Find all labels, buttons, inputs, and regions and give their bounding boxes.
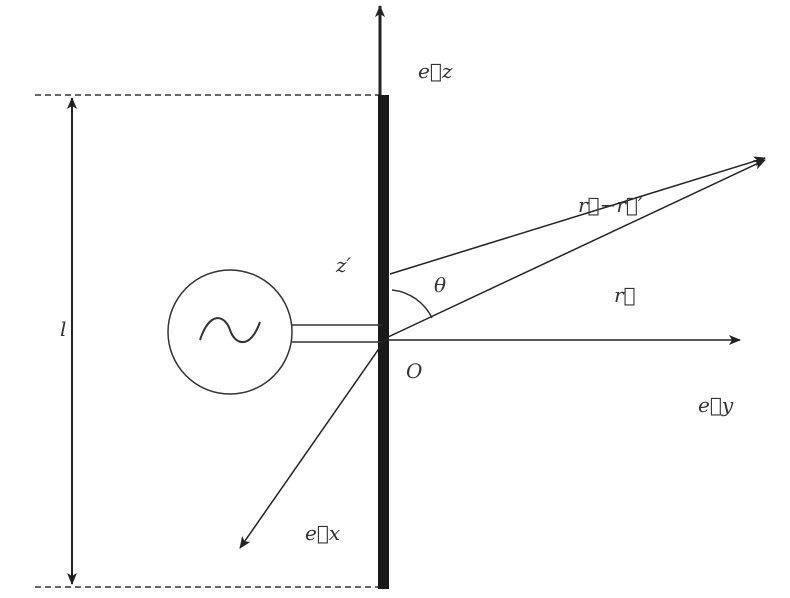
- ez-label: e⃗z: [418, 59, 453, 83]
- r-label: r⃗: [614, 283, 636, 307]
- ex-label: e⃗x: [305, 521, 340, 545]
- ac-source-circle: [167, 269, 293, 395]
- r-minus-rprime-label: r⃗−r⃗′: [578, 193, 643, 217]
- origin-label: O: [406, 359, 422, 383]
- ac-source-icon: [199, 317, 261, 344]
- length-label: l: [60, 317, 66, 341]
- r-minus-rprime-vector: [389, 156, 766, 275]
- theta-arc: [391, 289, 433, 319]
- r-vector: [385, 159, 766, 339]
- zprime-label: z′: [335, 253, 352, 277]
- ex-axis-arrow: [239, 339, 386, 549]
- theta-label: θ: [434, 273, 446, 297]
- ey-label: e⃗y: [698, 393, 734, 417]
